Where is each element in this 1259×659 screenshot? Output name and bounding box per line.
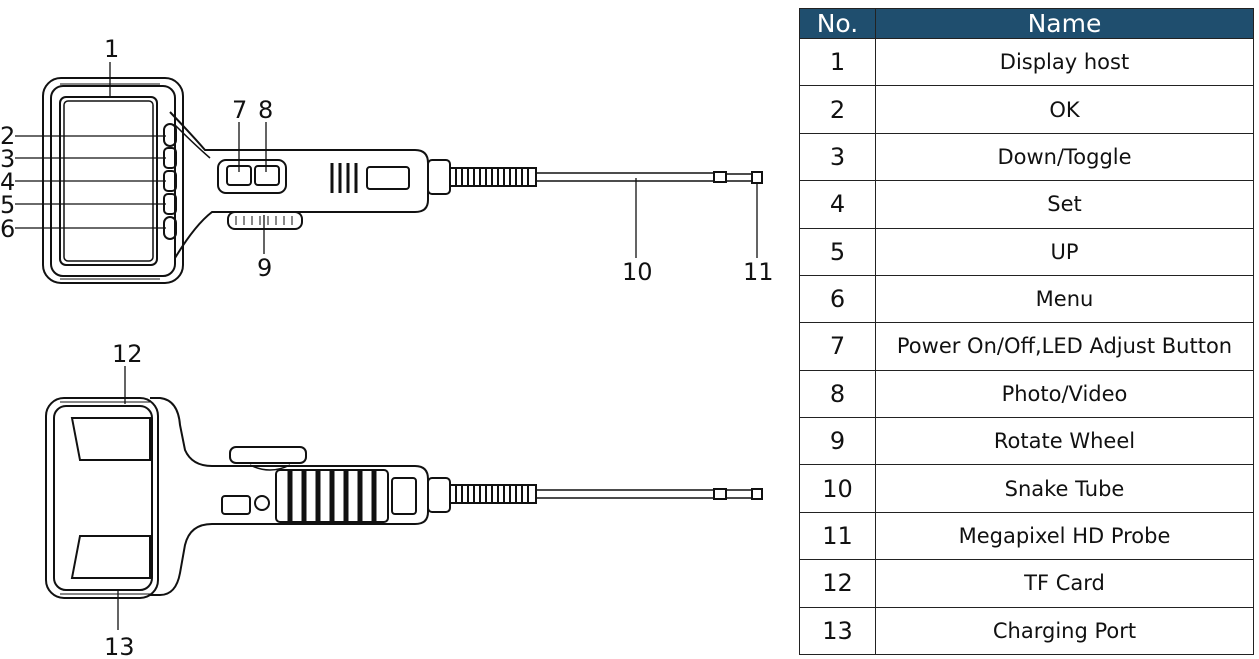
- header-name: Name: [875, 8, 1254, 39]
- row-name: Megapixel HD Probe: [875, 511, 1254, 561]
- row-no: 4: [799, 180, 876, 229]
- row-no: 8: [799, 369, 876, 419]
- callout-6: 6: [0, 215, 15, 243]
- row-no: 7: [799, 322, 876, 371]
- back-body: [45, 397, 159, 599]
- hd-probe: [751, 171, 763, 184]
- row-no: 10: [799, 464, 876, 513]
- row-name: Charging Port: [875, 606, 1254, 655]
- row-name: Power On/Off,LED Adjust Button: [875, 322, 1254, 371]
- callout-7: 7: [232, 96, 247, 124]
- row-name: Rotate Wheel: [875, 416, 1254, 466]
- row-name: Snake Tube: [875, 464, 1254, 513]
- snake-tube: [536, 172, 714, 182]
- row-no: 9: [799, 416, 876, 466]
- callout-2: 2: [0, 122, 15, 150]
- row-name: Down/Toggle: [875, 132, 1254, 182]
- row-no: 1: [799, 37, 876, 87]
- callout-10: 10: [622, 258, 653, 286]
- row-no: 2: [799, 85, 876, 134]
- device-diagram: 1 2 3 4 5 6 7 8 9 10 11 12 13: [0, 35, 774, 659]
- charging-port: [221, 495, 251, 515]
- row-name: TF Card: [875, 559, 1254, 608]
- tf-card-slot: [229, 446, 307, 464]
- rotate-wheel: [227, 211, 303, 230]
- row-no: 5: [799, 227, 876, 276]
- row-name: Set: [875, 180, 1254, 229]
- callout-8: 8: [258, 96, 273, 124]
- ok-button: [163, 123, 177, 147]
- callout-12: 12: [112, 340, 143, 368]
- callout-9: 9: [257, 254, 272, 282]
- row-no: 3: [799, 132, 876, 182]
- callout-5: 5: [0, 191, 15, 219]
- row-no: 6: [799, 274, 876, 324]
- row-name: Photo/Video: [875, 369, 1254, 419]
- row-no: 11: [799, 511, 876, 561]
- header-no: No.: [799, 8, 876, 39]
- photo-video-button: [254, 165, 280, 186]
- row-no: 12: [799, 559, 876, 608]
- row-name: UP: [875, 227, 1254, 276]
- callout-4: 4: [0, 168, 15, 196]
- callout-11: 11: [743, 258, 774, 286]
- row-name: Menu: [875, 274, 1254, 324]
- callout-3: 3: [0, 145, 15, 173]
- row-no: 13: [799, 606, 876, 655]
- callout-13: 13: [104, 633, 135, 659]
- row-name: Display host: [875, 37, 1254, 87]
- callout-1: 1: [104, 35, 119, 63]
- table-header-row: No. Name: [799, 8, 1254, 39]
- row-name: OK: [875, 85, 1254, 134]
